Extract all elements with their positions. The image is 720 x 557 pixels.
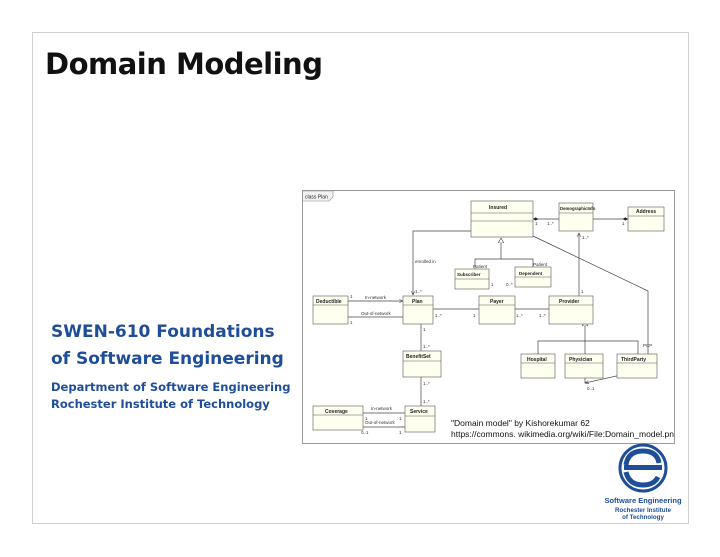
mult-l: 1 [581, 289, 584, 294]
mult-h: 1..* [435, 313, 442, 318]
slide-title: Domain Modeling [45, 47, 323, 81]
mult-w: 0..1 [587, 386, 595, 391]
mult-b: 1..* [547, 221, 554, 226]
svg-text:Coverage: Coverage [325, 409, 348, 415]
mult-r: 1 [399, 430, 402, 435]
se-logo: Software Engineering Rochester Institute… [588, 441, 688, 523]
class-hospital: Hospital [520, 353, 556, 379]
mult-n: 1..* [423, 344, 430, 349]
se-logo-icon [618, 443, 668, 493]
svg-text:Dependent: Dependent [519, 271, 543, 276]
svg-text:BenefitSet: BenefitSet [406, 354, 431, 360]
mult-g: 1 [350, 320, 353, 325]
mult-j: 1..* [516, 313, 523, 318]
label-out-of-network: Out-of-network [361, 311, 392, 316]
class-thirdparty: ThirdParty [616, 353, 658, 379]
label-out-of-network-2: Out-of-network [365, 420, 396, 425]
slide: Domain Modeling class Plan [32, 32, 689, 524]
enrolled-in-link [413, 230, 471, 295]
credit-line-2: https://commons. wikimedia.org/wiki/File… [451, 429, 675, 439]
class-subscriber: Subscriber [454, 268, 490, 290]
image-credit: "Domain model" by Kishorekumar 62 https:… [451, 418, 675, 440]
mult-s: 1 [365, 416, 368, 421]
class-deductible: Deductible [312, 295, 349, 325]
class-coverage: Coverage [312, 405, 364, 431]
svg-text:Deductible: Deductible [316, 299, 342, 305]
label-in-network-2: In-network [371, 406, 393, 411]
class-plan: Plan [402, 295, 434, 325]
class-insured: Insured [470, 200, 534, 238]
svg-text:Payer: Payer [490, 299, 504, 305]
logo-text-1: Software Engineering [604, 496, 682, 505]
class-service: Service [404, 405, 436, 433]
frame-label: class Plan [305, 195, 328, 201]
class-benefitset: BenefitSet [402, 350, 442, 378]
mult-q: 1 [399, 416, 402, 421]
svg-text:DemographicInfo: DemographicInfo [560, 206, 596, 211]
svg-text:ThirdParty: ThirdParty [621, 357, 646, 363]
class-provider: Provider [548, 295, 594, 325]
domain-model-diagram: class Plan [302, 190, 675, 444]
pcp-link [532, 235, 649, 383]
svg-text:Plan: Plan [412, 299, 423, 305]
provider-subtypes [537, 340, 639, 356]
label-enrolled-in: enrolled in [415, 259, 436, 264]
label-pcp: PCP [643, 343, 652, 348]
mult-e: 1..* [415, 289, 422, 294]
department-line-2: Rochester Institute of Technology [51, 397, 270, 411]
svg-text:Provider: Provider [559, 299, 579, 305]
svg-text:Hospital: Hospital [527, 357, 547, 363]
mult-u: 1 [491, 282, 494, 287]
class-demographic: DemographicInfo [558, 202, 596, 232]
svg-text:Service: Service [410, 409, 428, 415]
mult-m: 1 [423, 327, 426, 332]
label-patient-2: Patient [533, 262, 548, 267]
class-physician: Physician [564, 353, 604, 379]
course-title: SWEN-610 Foundations of Software Enginee… [51, 319, 284, 373]
mult-k: 1..* [539, 313, 546, 318]
mult-p: 1..* [423, 399, 430, 404]
svg-text:Subscriber: Subscriber [457, 272, 481, 277]
logo-text-2a: Rochester Institute [614, 507, 672, 514]
svg-text:Physician: Physician [569, 357, 592, 363]
mult-t: 0..1 [361, 430, 369, 435]
mult-o: 1..* [423, 381, 430, 386]
mult-f: 1 [350, 294, 353, 299]
mult-a: 1 [535, 221, 538, 226]
mult-i: 1 [473, 313, 476, 318]
logo-text-2: Rochester Institute of Technology [598, 507, 688, 521]
frame-tab: class Plan [303, 191, 334, 202]
course-title-line-2: of Software Engineering [51, 349, 284, 369]
label-in-network: In-network [365, 295, 387, 300]
mult-c: 1 [622, 221, 625, 226]
mult-d: 1..* [582, 235, 589, 240]
svg-text:Address: Address [636, 209, 656, 215]
class-dependent: Dependent [514, 266, 552, 288]
credit-line-1: "Domain model" by Kishorekumar 62 [451, 418, 590, 428]
class-payer: Payer [478, 295, 516, 325]
mult-v: 0..* [506, 282, 513, 287]
svg-text:Insured: Insured [489, 205, 507, 211]
class-address: Address [627, 206, 665, 232]
logo-text-2b: of Technology [622, 514, 664, 521]
department-info: Department of Software Engineering Roche… [51, 379, 290, 413]
department-line-1: Department of Software Engineering [51, 380, 291, 394]
label-patient-1: Patient [473, 264, 488, 269]
course-title-line-1: SWEN-610 Foundations [51, 322, 275, 342]
